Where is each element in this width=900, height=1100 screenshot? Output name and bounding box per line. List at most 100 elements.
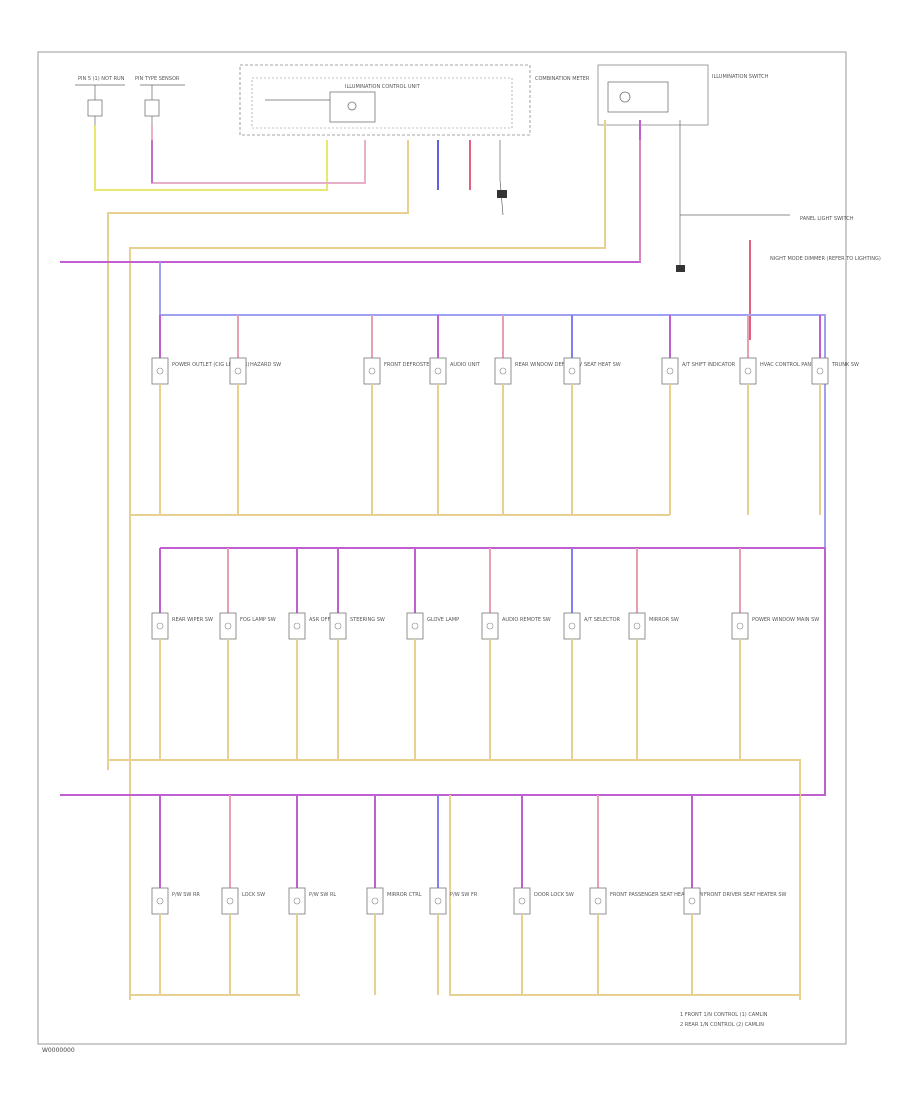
bulb-icon bbox=[744, 367, 752, 375]
row1-bus-blue bbox=[159, 262, 826, 548]
bulb-icon bbox=[666, 367, 674, 375]
component-label: FRONT DEFROSTER SW bbox=[384, 362, 443, 368]
switch-illumination-component bbox=[429, 357, 447, 385]
bulb-icon bbox=[434, 897, 442, 905]
component-label: STEERING SW bbox=[350, 617, 385, 623]
illumination-switch-label: ILLUMINATION SWITCH bbox=[712, 74, 769, 80]
switch-illumination-component bbox=[229, 357, 247, 385]
diagram-border bbox=[37, 51, 847, 1045]
component-label: AUDIO REMOTE SW bbox=[502, 617, 551, 623]
switch-illumination-component bbox=[429, 887, 447, 915]
switch-illumination-component bbox=[589, 887, 607, 915]
bulb-icon bbox=[568, 622, 576, 630]
switch-illumination-component bbox=[219, 612, 237, 640]
bulb-icon bbox=[688, 897, 696, 905]
component-label: GLOVE LAMP bbox=[427, 617, 459, 623]
footer-code: W0000000 bbox=[42, 1047, 75, 1054]
switch-illumination-component bbox=[151, 357, 169, 385]
component-label: MIRROR SW bbox=[649, 617, 679, 623]
dimmer-note-label: NIGHT MODE DIMMER (REFER TO LIGHTING) bbox=[770, 256, 881, 262]
bulb-icon bbox=[371, 897, 379, 905]
bulb-icon bbox=[334, 622, 342, 630]
wire-tan-left-bus bbox=[107, 140, 409, 770]
component-label: REAR WIPER SW bbox=[172, 617, 213, 623]
component-label: MIRROR CTRL bbox=[387, 892, 422, 898]
component-label: FRONT PASSENGER SEAT HEATER SW bbox=[610, 892, 704, 898]
combination-meter-label: COMBINATION METER bbox=[535, 76, 590, 82]
switch-illumination-component bbox=[288, 887, 306, 915]
component-label: HAZARD SW bbox=[250, 362, 281, 368]
component-label: ASR OFF SW bbox=[309, 617, 340, 623]
bulb-icon bbox=[434, 367, 442, 375]
note-2: 2 REAR 1/N CONTROL (2) CAMLIN bbox=[680, 1022, 764, 1028]
illumination-switch-box bbox=[597, 64, 709, 126]
row1-components: POWER OUTLET (CIG LIGHTER)HAZARD SW FRONT… bbox=[151, 315, 859, 515]
bulb-icon bbox=[568, 367, 576, 375]
bulb-icon bbox=[156, 622, 164, 630]
component-label: P/W SW RL bbox=[309, 892, 336, 898]
component-label: POWER WINDOW MAIN SW bbox=[752, 617, 819, 623]
switch-illumination-component bbox=[661, 357, 679, 385]
switch-illumination-component bbox=[628, 612, 646, 640]
switch-illumination-component bbox=[739, 357, 757, 385]
switch-illumination-component bbox=[363, 357, 381, 385]
component-label: P/W SW RR bbox=[172, 892, 200, 898]
switch-illumination-component bbox=[811, 357, 829, 385]
switch-illumination-component bbox=[288, 612, 306, 640]
component-label: A/T SHIFT INDICATOR bbox=[682, 362, 736, 368]
component-label: DOOR LOCK SW bbox=[534, 892, 574, 898]
switch-illumination-component bbox=[406, 612, 424, 640]
row3-bus-left bbox=[60, 794, 376, 880]
component-label: FRONT DRIVER SEAT HEATER SW bbox=[704, 892, 787, 898]
bulb-icon bbox=[633, 622, 641, 630]
fuse-symbol bbox=[87, 99, 103, 117]
bulb-icon bbox=[816, 367, 824, 375]
bulb-icon bbox=[156, 897, 164, 905]
fuse-symbol bbox=[144, 99, 160, 117]
bulb-icon bbox=[518, 897, 526, 905]
bulb-icon bbox=[293, 622, 301, 630]
switch-illumination-component bbox=[366, 887, 384, 915]
bulb-icon bbox=[234, 367, 242, 375]
bulb-icon bbox=[224, 622, 232, 630]
component-label: SEAT HEAT SW bbox=[584, 362, 621, 368]
bulb-icon bbox=[736, 622, 744, 630]
illumination-control-box bbox=[251, 77, 513, 129]
switch-illumination-component bbox=[731, 612, 749, 640]
component-label: FOG LAMP SW bbox=[240, 617, 276, 623]
lamp-icon bbox=[619, 91, 631, 103]
row2-return-bus bbox=[108, 759, 801, 1000]
wire-pink bbox=[151, 125, 366, 184]
ground-symbol bbox=[676, 265, 685, 272]
bulb-icon bbox=[226, 897, 234, 905]
lamp-icon bbox=[347, 101, 357, 111]
left-switch-label: PIN 5 (1) NOT RUN bbox=[78, 76, 125, 82]
ground-symbol bbox=[497, 190, 507, 198]
switch-illumination-component bbox=[151, 612, 169, 640]
bulb-icon bbox=[499, 367, 507, 375]
combination-meter-box bbox=[239, 64, 531, 136]
switch-illumination-component bbox=[513, 887, 531, 915]
bulb-icon bbox=[156, 367, 164, 375]
switch-illumination-component bbox=[151, 887, 169, 915]
component-label: POWER OUTLET (CIG LIGHTER) bbox=[172, 362, 249, 368]
switch-illumination-component bbox=[563, 357, 581, 385]
illumination-control-label: ILLUMINATION CONTROL UNIT bbox=[345, 84, 421, 90]
wire-yellow bbox=[94, 125, 328, 191]
component-label: REAR WINDOW DEFOG SW bbox=[515, 362, 582, 368]
note-1: 1 FRONT 1/N CONTROL (1) CAMLIN bbox=[680, 1012, 768, 1018]
wire-tan-main-bus bbox=[129, 120, 606, 1000]
bulb-icon bbox=[486, 622, 494, 630]
bulb-icon bbox=[411, 622, 419, 630]
row2-bus-violet bbox=[60, 547, 826, 796]
switch-illumination-component bbox=[221, 887, 239, 915]
switch-illumination-component bbox=[563, 612, 581, 640]
ground-note-label: PANEL LIGHT SWITCH bbox=[800, 216, 854, 222]
row3-return-right bbox=[449, 795, 800, 996]
bulb-icon bbox=[368, 367, 376, 375]
switch-illumination-component bbox=[481, 612, 499, 640]
component-label: TRUNK SW bbox=[831, 362, 859, 368]
bulb-icon bbox=[594, 897, 602, 905]
